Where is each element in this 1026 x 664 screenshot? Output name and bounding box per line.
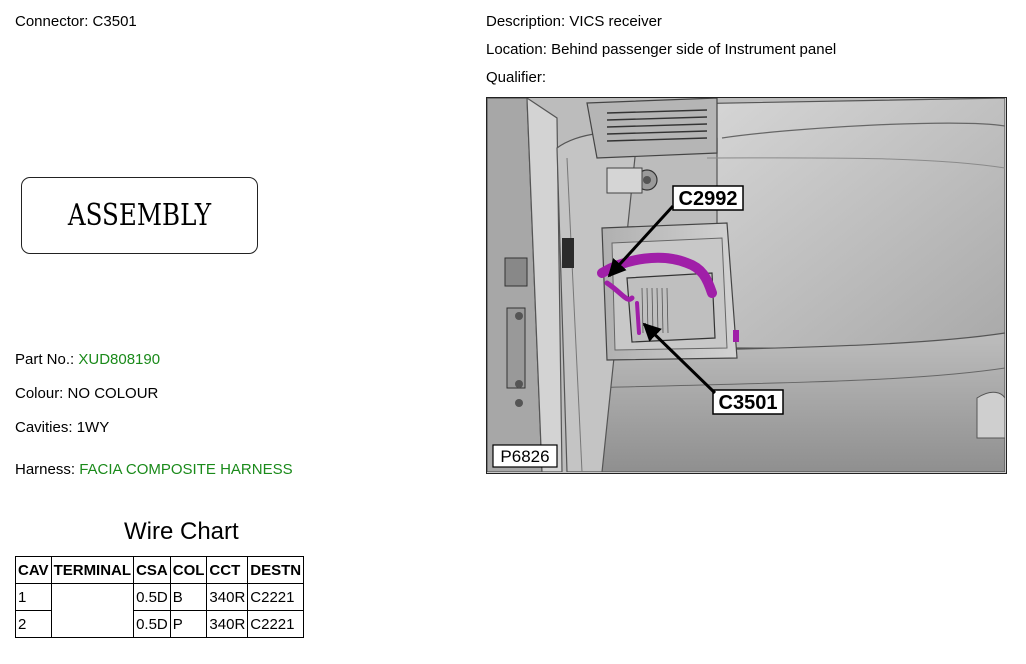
cell-csa: 0.5D xyxy=(133,610,171,638)
assembly-label: ASSEMBLY xyxy=(67,198,212,233)
svg-text:C2992: C2992 xyxy=(679,188,738,210)
part-no-field: Part No.: XUD808190 xyxy=(15,351,160,368)
header-cav: CAV xyxy=(15,556,52,584)
connector-label: Connector: xyxy=(15,13,89,30)
qualifier-field: Qualifier: xyxy=(486,69,546,86)
table-header-row: CAV TERMINAL CSA COL CCT DESTN xyxy=(15,556,305,584)
cell-terminal xyxy=(50,583,135,638)
cell-cav: 2 xyxy=(15,610,52,638)
table-row: 1 0.5D B 340R C2221 xyxy=(15,583,305,638)
cavities-field: Cavities: 1WY xyxy=(15,419,109,436)
cell-destn: C2221 xyxy=(247,583,305,611)
cell-col: P xyxy=(169,610,208,638)
location-label: Location: xyxy=(486,41,547,58)
location-value: Behind passenger side of Instrument pane… xyxy=(551,41,837,58)
wire-chart-table: CAV TERMINAL CSA COL CCT DESTN 1 0.5D B … xyxy=(15,556,305,638)
cell-cct: 340R xyxy=(206,610,249,638)
svg-text:C3501: C3501 xyxy=(719,392,778,414)
dashboard-drawing: C2992 C3501 P6826 xyxy=(487,98,1006,473)
cell-destn: C2221 xyxy=(247,610,305,638)
qualifier-label: Qualifier: xyxy=(486,69,547,86)
colour-label: Colour: xyxy=(15,385,64,402)
wire-chart-title: Wire Chart xyxy=(124,518,239,545)
header-csa: CSA xyxy=(133,556,171,584)
harness-label: Harness: xyxy=(15,461,76,478)
location-field: Location: Behind passenger side of Instr… xyxy=(486,41,836,58)
air-vent xyxy=(586,98,718,159)
header-terminal: TERMINAL xyxy=(50,556,135,584)
cell-cct: 340R xyxy=(206,583,249,611)
assembly-box: ASSEMBLY xyxy=(21,177,258,254)
cell-col: B xyxy=(169,583,208,611)
harness-field: Harness: FACIA COMPOSITE HARNESS xyxy=(15,461,293,478)
table-row: 2 0.5D P 340R C2221 xyxy=(15,610,305,638)
description-value: VICS receiver xyxy=(569,13,662,30)
location-illustration: C2992 C3501 P6826 xyxy=(486,97,1007,474)
description-label: Description: xyxy=(486,13,566,30)
part-no-label: Part No.: xyxy=(15,351,75,368)
svg-text:P6826: P6826 xyxy=(500,447,549,466)
callout-c2992: C2992 xyxy=(607,185,744,278)
harness-value[interactable]: FACIA COMPOSITE HARNESS xyxy=(79,461,293,478)
callout-c3501: C3501 xyxy=(642,322,784,415)
cavities-label: Cavities: xyxy=(15,419,73,436)
description-field: Description: VICS receiver xyxy=(486,13,662,30)
cell-csa: 0.5D xyxy=(133,583,171,611)
colour-field: Colour: NO COLOUR xyxy=(15,385,158,402)
header-destn: DESTN xyxy=(247,556,305,584)
header-cct: CCT xyxy=(206,556,249,584)
connector-value: C3501 xyxy=(92,13,137,30)
cavities-value: 1WY xyxy=(76,419,110,436)
figure-id: P6826 xyxy=(492,444,558,468)
connector-field: Connector: C3501 xyxy=(15,13,137,30)
header-col: COL xyxy=(169,556,208,584)
colour-value: NO COLOUR xyxy=(67,385,159,402)
cell-cav: 1 xyxy=(15,583,52,611)
part-no-value[interactable]: XUD808190 xyxy=(78,351,161,368)
